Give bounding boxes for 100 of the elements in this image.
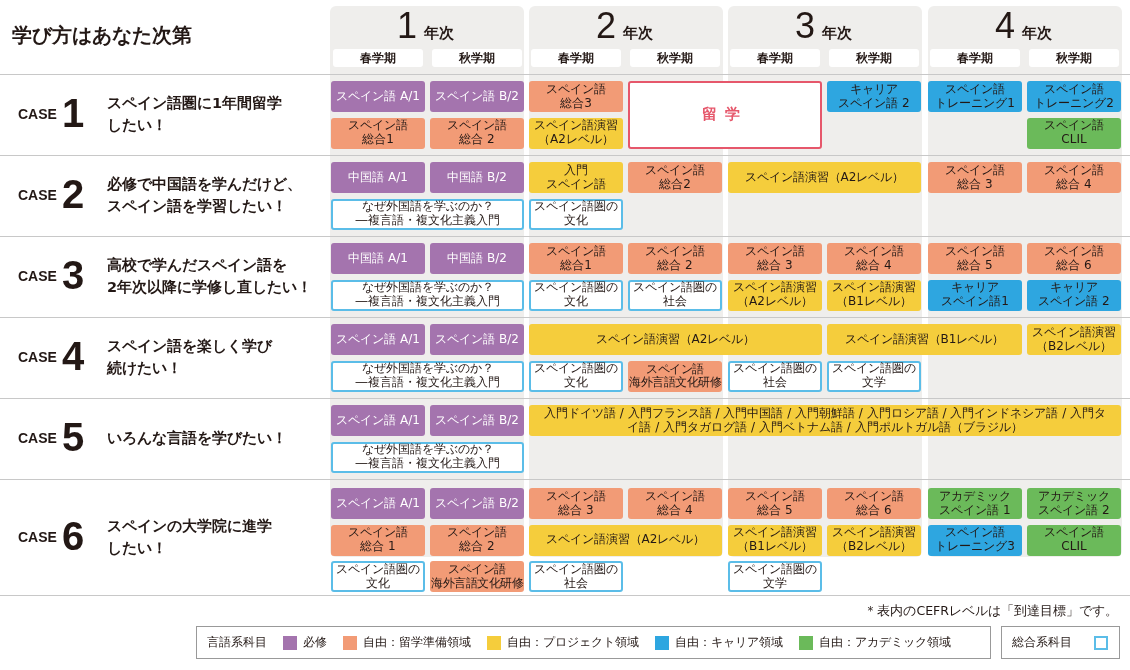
course-box: キャリアスペイン語1 (928, 279, 1022, 311)
general-course-box: スペイン語圏の文化 (529, 279, 623, 311)
course-box: キャリアスペイン語 2 (827, 81, 921, 112)
course-box: スペイン語演習（A2レベル） (728, 162, 921, 193)
case-description: いろんな言語を学びたい！ (107, 429, 287, 448)
required-course-box: スペイン語 B/2 (430, 81, 524, 112)
semester-header: 秋学期 (630, 49, 720, 67)
case-number: 5 (62, 415, 85, 459)
required-course-box: 中国語 B/2 (430, 162, 524, 193)
year-suffix: 年次 (623, 24, 653, 43)
course-box: スペイン語演習（B1レベル） (827, 279, 921, 311)
case-label: CASE (18, 529, 57, 545)
required-course-box: 中国語 A/1 (331, 162, 425, 193)
semester-header: 秋学期 (829, 49, 919, 67)
course-box: 入門スペイン語 (529, 162, 623, 193)
course-box: スペイン語演習（A2レベル） (529, 117, 623, 149)
course-box: スペイン語総合1 (529, 243, 623, 274)
course-box: スペイン語総合 3 (529, 488, 623, 519)
course-box: スペイン語トレーニング1 (928, 81, 1022, 112)
case-number: 1 (62, 91, 85, 135)
legend-heading: 言語系科目 (207, 634, 267, 651)
course-box: スペイン語CLIL (1027, 524, 1121, 556)
course-box: スペイン語総合 4 (827, 243, 921, 274)
title: 学び方はあなた次第 (12, 22, 192, 49)
case-description: スペインの大学院に進学したい！ (107, 517, 272, 559)
general-course-box: スペイン語圏の文化 (331, 561, 425, 592)
required-course-box: スペイン語 A/1 (331, 405, 425, 436)
course-box: スペイン語総合 3 (728, 243, 822, 274)
course-box: スペイン語総合 6 (827, 488, 921, 519)
course-box: スペイン語総合 6 (1027, 243, 1121, 274)
course-box: スペイン語演習（A2レベル） (529, 324, 822, 355)
semester-header: 春学期 (930, 49, 1020, 67)
course-box: スペイン語総合 3 (928, 162, 1022, 193)
semester-header: 春学期 (531, 49, 621, 67)
case-label: CASE (18, 106, 57, 122)
course-box: スペイン語演習（A2レベル） (728, 279, 822, 311)
year-number: 2 (596, 4, 617, 48)
year-number: 1 (397, 4, 418, 48)
case-description: 必修で中国語を学んだけど、スペイン語を学習したい！ (107, 175, 302, 217)
course-box: スペイン語演習（B2レベル） (827, 524, 921, 556)
legend-text: 自由：留学準備領域 (363, 634, 471, 651)
semester-header: 春学期 (333, 49, 423, 67)
course-box: スペイン語総合1 (331, 117, 425, 149)
course-box: スペイン語演習（B1レベル） (728, 524, 822, 556)
year-suffix: 年次 (1022, 24, 1052, 43)
course-box: スペイン語総合 5 (728, 488, 822, 519)
course-box: スペイン語海外言語文化研修 (628, 360, 722, 392)
course-box: スペイン語演習（A2レベル） (529, 524, 722, 556)
case-number: 3 (62, 253, 85, 297)
case-number: 4 (62, 334, 85, 378)
year-suffix: 年次 (424, 24, 454, 43)
course-box: スペイン語総合2 (628, 162, 722, 193)
case-label: CASE (18, 349, 57, 365)
course-box: スペイン語演習（B2レベル） (1027, 324, 1121, 355)
required-course-box: 中国語 B/2 (430, 243, 524, 274)
required-course-box: スペイン語 B/2 (430, 488, 524, 519)
required-course-box: スペイン語 A/1 (331, 81, 425, 112)
course-box: スペイン語トレーニング3 (928, 524, 1022, 556)
year-number: 3 (795, 4, 816, 48)
legend-text: 自由：アカデミック領域 (819, 634, 951, 651)
year-number: 4 (995, 4, 1016, 48)
case-label: CASE (18, 430, 57, 446)
case-description: スペイン語圏に1年間留学したい！ (107, 94, 283, 136)
required-course-box: 中国語 A/1 (331, 243, 425, 274)
general-course-box: スペイン語圏の文学 (728, 561, 822, 592)
course-box: スペイン語総合 2 (430, 117, 524, 149)
general-course-box: スペイン語圏の社会 (529, 561, 623, 592)
semester-header: 秋学期 (1029, 49, 1119, 67)
required-course-box: スペイン語 A/1 (331, 324, 425, 355)
legend-text: 必修 (303, 634, 327, 651)
general-course-box: なぜ外国語を学ぶのか？―複言語・複文化主義入門 (331, 360, 524, 392)
general-course-box: スペイン語圏の文化 (529, 198, 623, 230)
course-box: スペイン語総合3 (529, 81, 623, 112)
course-box: スペイン語トレーニング2 (1027, 81, 1121, 112)
course-box: スペイン語総合 1 (331, 524, 425, 556)
course-box: 入門ドイツ語 / 入門フランス語 / 入門中国語 / 入門朝鮮語 / 入門ロシア語 / 入門インドネシア語 / 入門タイ語 / 入門タガログ語 / 入門ベトナム語 / 入門ポルトガル語（ブラジル） (529, 405, 1121, 436)
case-description: 高校で学んだスペイン語を2年次以降に学修し直したい！ (107, 256, 313, 298)
study-abroad-box: 留学 (628, 81, 822, 149)
semester-header: 春学期 (730, 49, 820, 67)
course-box: スペイン語総合 4 (628, 488, 722, 519)
required-course-box: スペイン語 B/2 (430, 405, 524, 436)
course-box: スペイン語演習（B1レベル） (827, 324, 1022, 355)
course-box: スペイン語総合 4 (1027, 162, 1121, 193)
course-box: スペイン語海外言語文化研修 (430, 561, 524, 592)
general-course-box: なぜ外国語を学ぶのか？―複言語・複文化主義入門 (331, 198, 524, 230)
course-box: キャリアスペイン語 2 (1027, 279, 1121, 311)
course-box: スペイン語総合 5 (928, 243, 1022, 274)
required-course-box: スペイン語 B/2 (430, 324, 524, 355)
general-course-box: スペイン語圏の社会 (728, 360, 822, 392)
footnote: ＊表内のCEFRレベルは「到達目標」です。 (864, 603, 1118, 620)
year-suffix: 年次 (822, 24, 852, 43)
required-course-box: スペイン語 A/1 (331, 488, 425, 519)
course-box: アカデミックスペイン語 2 (1027, 488, 1121, 519)
case-label: CASE (18, 268, 57, 284)
legend-text: 自由：キャリア領域 (675, 634, 783, 651)
general-course-box: なぜ外国語を学ぶのか？―複言語・複文化主義入門 (331, 279, 524, 311)
case-description: スペイン語を楽しく学び続けたい！ (107, 337, 272, 379)
general-course-box: なぜ外国語を学ぶのか？―複言語・複文化主義入門 (331, 441, 524, 473)
case-number: 6 (62, 514, 85, 558)
legend-text: 自由：プロジェクト領域 (507, 634, 639, 651)
